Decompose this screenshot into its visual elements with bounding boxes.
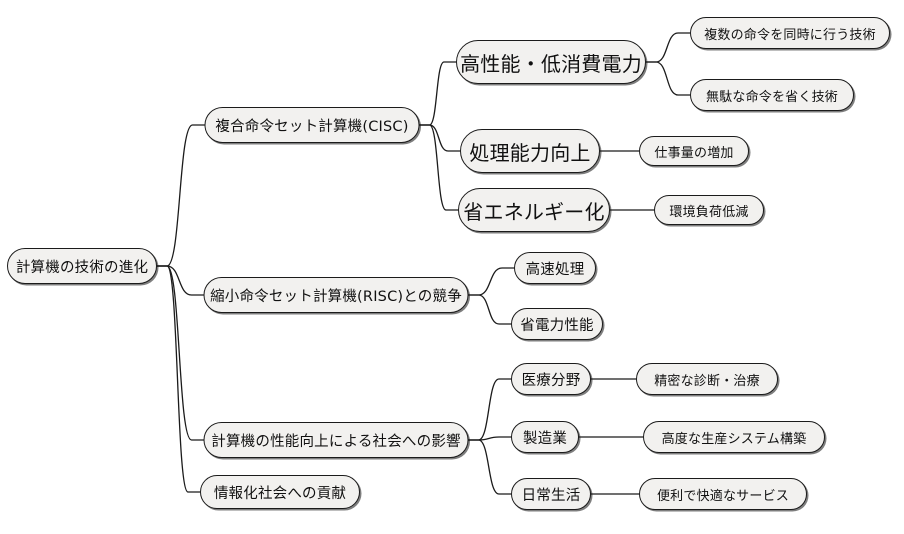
- node-envload[interactable]: 環境負荷低減: [654, 195, 764, 225]
- edge-root-to-risc: [156, 265, 205, 296]
- node-workload[interactable]: 仕事量の増加: [639, 136, 749, 166]
- node-energy[interactable]: 省エネルギー化: [458, 188, 610, 232]
- edge-root-to-cisc: [156, 124, 206, 267]
- node-risc-label: 縮小命令セット計算機(RISC)との競争: [210, 288, 462, 305]
- node-energy-label: 省エネルギー化: [463, 199, 605, 224]
- edge-impact-to-medical: [467, 378, 512, 441]
- node-cisc[interactable]: 複合命令セット計算機(CISC): [204, 107, 420, 143]
- node-production[interactable]: 高度な生産システム構築: [643, 421, 825, 453]
- node-production-label: 高度な生産システム構築: [661, 431, 807, 447]
- node-fast-label: 高速処理: [525, 261, 585, 278]
- node-prune-label: 無駄な命令を省く技術: [705, 89, 838, 105]
- node-prune[interactable]: 無駄な命令を省く技術: [690, 79, 854, 111]
- node-society-label: 情報化社会への貢献: [213, 485, 347, 502]
- node-risc[interactable]: 縮小命令セット計算機(RISC)との競争: [203, 277, 469, 313]
- node-daily[interactable]: 日常生活: [511, 478, 591, 510]
- edge-risc-to-fast: [467, 267, 515, 296]
- node-perf-power-label: 高性能・低消費電力: [460, 51, 642, 76]
- node-medical-label: 医療分野: [521, 372, 581, 389]
- edge-impact-to-daily: [467, 439, 512, 495]
- edge-risc-to-lowpower: [467, 294, 512, 325]
- node-service[interactable]: 便利で快適なサービス: [639, 478, 807, 510]
- node-medical[interactable]: 医療分野: [511, 363, 591, 395]
- node-lowpower-label: 省電力性能: [520, 317, 594, 334]
- edge-cisc-to-throughput: [418, 124, 461, 152]
- node-parallel[interactable]: 複数の命令を同時に行う技術: [690, 17, 890, 49]
- edge-root-to-impact: [156, 265, 205, 441]
- node-envload-label: 環境負荷低減: [669, 204, 749, 220]
- node-impact-label: 計算機の性能向上による社会への影響: [211, 433, 461, 450]
- edge-cisc-to-perf-power: [418, 61, 457, 126]
- node-diagnosis[interactable]: 精密な診断・治療: [636, 363, 778, 395]
- edge-perf-power-to-prune: [645, 61, 691, 96]
- node-service-label: 便利で快適なサービス: [656, 488, 789, 504]
- node-diagnosis-label: 精密な診断・治療: [654, 373, 760, 389]
- node-root[interactable]: 計算機の技術の進化: [7, 248, 157, 284]
- node-parallel-label: 複数の命令を同時に行う技術: [704, 27, 876, 43]
- node-throughput[interactable]: 処理能力向上: [460, 129, 600, 173]
- node-perf-power[interactable]: 高性能・低消費電力: [456, 40, 646, 84]
- edge-perf-power-to-parallel: [645, 32, 691, 63]
- node-manufacturing[interactable]: 製造業: [511, 421, 579, 453]
- node-throughput-label: 処理能力向上: [469, 140, 591, 165]
- node-workload-label: 仕事量の増加: [654, 145, 734, 161]
- edge-cisc-to-energy: [418, 124, 459, 211]
- node-lowpower[interactable]: 省電力性能: [511, 308, 603, 340]
- node-daily-label: 日常生活: [521, 487, 581, 504]
- node-society[interactable]: 情報化社会への貢献: [200, 475, 360, 509]
- edge-root-to-society: [156, 265, 201, 493]
- edge-impact-to-manufacturing: [467, 436, 512, 441]
- node-fast[interactable]: 高速処理: [514, 252, 596, 284]
- node-root-label: 計算機の技術の進化: [15, 259, 149, 276]
- node-manufacturing-label: 製造業: [522, 430, 568, 447]
- node-impact[interactable]: 計算機の性能向上による社会への影響: [203, 422, 469, 458]
- node-cisc-label: 複合命令セット計算機(CISC): [215, 118, 409, 135]
